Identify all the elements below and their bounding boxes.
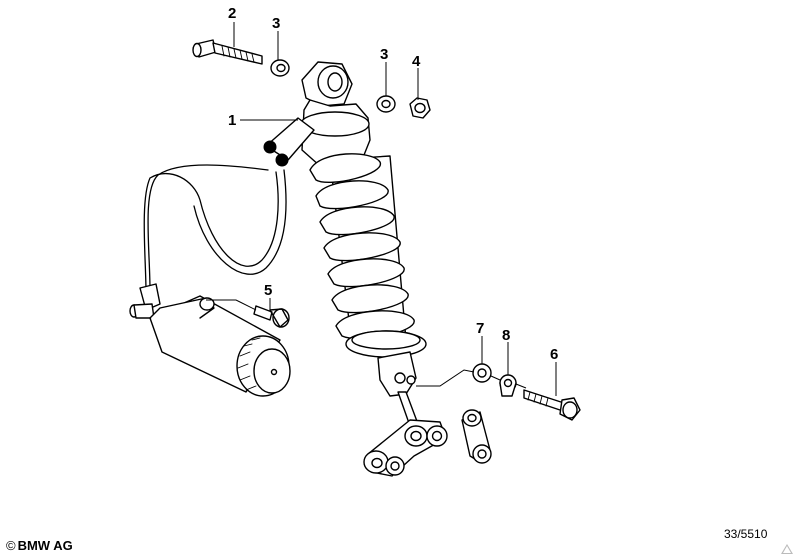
copyright-symbol: © xyxy=(6,538,16,553)
copyright-notice: ©BMW AG xyxy=(6,538,73,553)
callout-labels: 2 3 3 4 1 5 7 8 6 xyxy=(228,5,558,363)
washer-part-3-upper[interactable] xyxy=(270,59,290,77)
damper-reservoir[interactable] xyxy=(129,283,291,397)
lower-linkage[interactable] xyxy=(363,419,448,477)
callout-5: 5 xyxy=(264,282,272,299)
callout-1: 1 xyxy=(228,112,236,129)
washer-part-7[interactable] xyxy=(472,363,492,383)
leader-lines xyxy=(206,22,557,396)
spacer-part-8[interactable] xyxy=(499,374,517,397)
linkage-rod[interactable] xyxy=(461,409,492,464)
bolt-part-6[interactable] xyxy=(523,389,581,421)
callout-3-upper: 3 xyxy=(272,15,280,32)
callout-3-right: 3 xyxy=(380,46,388,63)
bolt-part-5[interactable] xyxy=(253,305,290,328)
callout-4: 4 xyxy=(412,53,421,70)
callout-2: 2 xyxy=(228,5,236,22)
bolt-part-2[interactable] xyxy=(192,39,263,65)
copyright-text: BMW AG xyxy=(17,538,73,553)
drawing-number: 33/5510 xyxy=(724,527,768,541)
callout-6: 6 xyxy=(550,346,558,363)
triangle-icon xyxy=(781,544,793,554)
callout-8: 8 xyxy=(502,327,510,344)
callout-7: 7 xyxy=(476,320,484,337)
nut-part-4[interactable] xyxy=(409,97,431,119)
washer-part-3-right[interactable] xyxy=(376,95,396,113)
spring-strut-part-1[interactable] xyxy=(143,61,427,427)
